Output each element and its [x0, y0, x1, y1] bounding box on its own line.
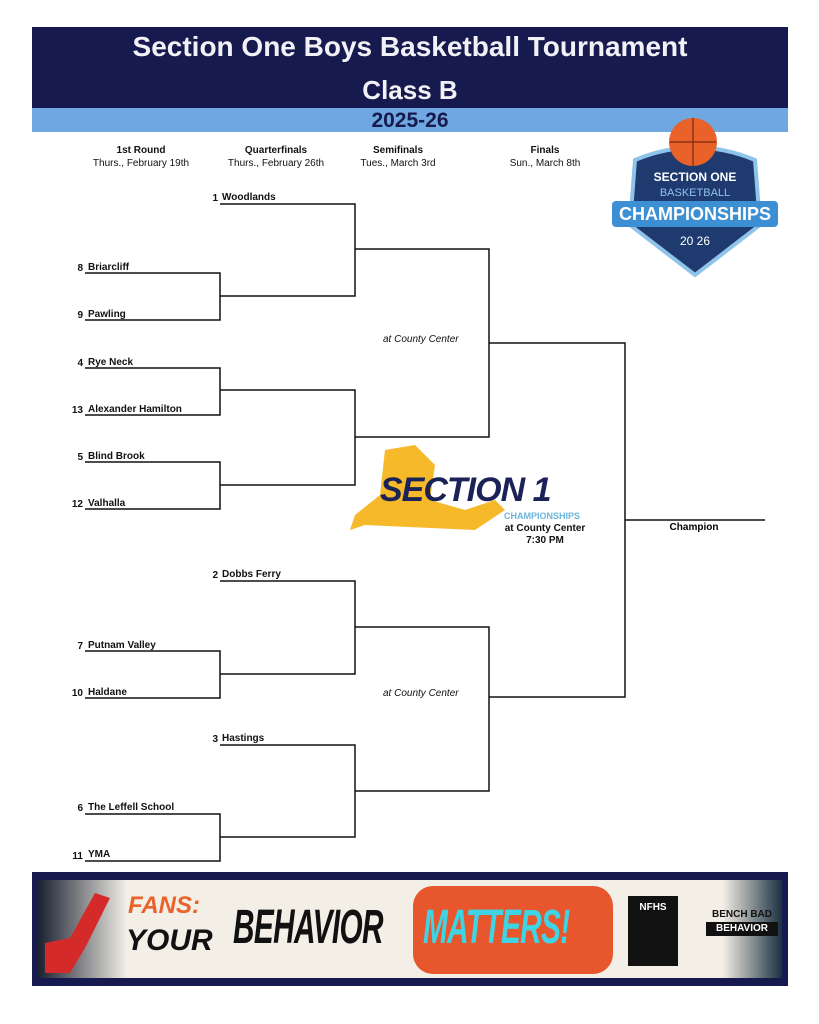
foam-finger-icon	[45, 893, 110, 973]
team-pawling: Pawling	[88, 309, 126, 320]
team-yma: YMA	[88, 849, 111, 860]
svg-text:BASKETBALL: BASKETBALL	[660, 187, 730, 199]
team-alexander-hamilton: Alexander Hamilton	[88, 404, 182, 415]
final-time: 7:30 PM	[526, 535, 564, 546]
team-woodlands: Woodlands	[222, 192, 276, 203]
team-valhalla: Valhalla	[88, 498, 126, 509]
seed: 6	[77, 803, 83, 814]
seed: 9	[77, 310, 83, 321]
svg-text:CHAMPIONSHIPS: CHAMPIONSHIPS	[619, 204, 771, 224]
semifinal-venue-top: at County Center	[383, 334, 459, 345]
seed: 3	[212, 734, 218, 745]
season-label: 2025-26	[32, 108, 788, 132]
seed: 8	[77, 263, 83, 274]
svg-text:SECTION ONE: SECTION ONE	[654, 170, 737, 184]
seed: 12	[71, 499, 83, 510]
final-venue: at County Center	[504, 523, 586, 534]
seed: 1	[212, 193, 218, 204]
team-rye-neck: Rye Neck	[88, 357, 134, 368]
fan-behavior-banner: FANS: YOUR BEHAVIOR MATTERS! NFHS BENCH …	[32, 872, 788, 986]
semifinal-venue-bottom: at County Center	[383, 688, 459, 699]
banner-behavior: BEHAVIOR	[233, 901, 384, 954]
page-title: Section One Boys Basketball Tournament	[32, 27, 788, 67]
seed: 10	[71, 688, 83, 699]
team-haldane: Haldane	[88, 687, 127, 698]
seed: 2	[212, 570, 218, 581]
svg-text:20 26: 20 26	[680, 234, 710, 248]
team-dobbs-ferry: Dobbs Ferry	[222, 569, 281, 580]
banner-matters: MATTERS!	[423, 901, 570, 954]
team-briarcliff: Briarcliff	[88, 262, 130, 273]
nfhs-logo: NFHS	[628, 896, 678, 966]
team-leffell-school: The Leffell School	[88, 802, 175, 813]
banner-your: YOUR	[126, 924, 213, 957]
section1-logo-text: SECTION 1	[380, 471, 551, 509]
seed: 11	[72, 851, 83, 862]
seed: 5	[77, 452, 83, 463]
championships-badge-logo: SECTION ONE BASKETBALL CHAMPIONSHIPS 20 …	[612, 118, 778, 278]
team-hastings: Hastings	[222, 733, 265, 744]
seed: 13	[71, 405, 83, 416]
team-putnam-valley: Putnam Valley	[88, 640, 156, 651]
banner-fans: FANS:	[128, 892, 200, 919]
section1-logo-map-icon	[350, 445, 505, 530]
seed: 7	[77, 641, 83, 652]
seed: 4	[77, 358, 83, 369]
class-title: Class B	[32, 67, 788, 108]
section1-logo-sub: CHAMPIONSHIPS	[504, 511, 581, 521]
champion-label: Champion	[669, 522, 719, 533]
team-blind-brook: Blind Brook	[88, 451, 145, 462]
